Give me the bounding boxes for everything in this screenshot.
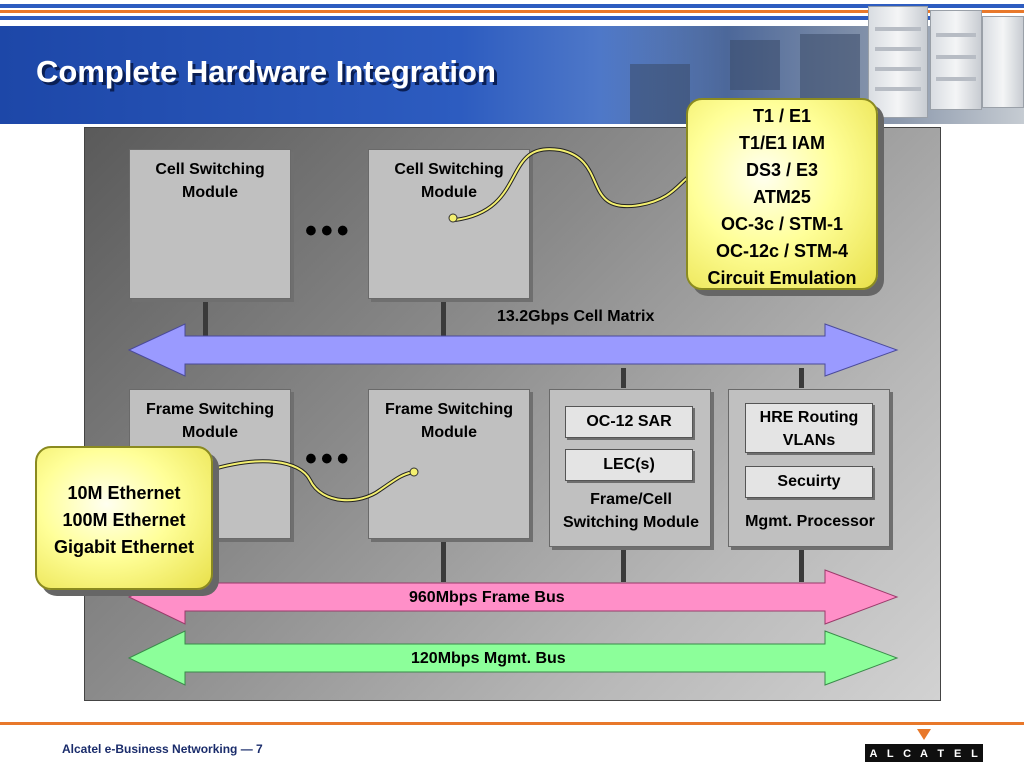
monitor-shape bbox=[730, 40, 780, 90]
interface-item: T1 / E1 bbox=[752, 106, 812, 126]
cell-interfaces-callout: T1 / E1 T1/E1 IAM DS3 / E3 ATM25 OC-3c /… bbox=[686, 98, 878, 290]
logo-letter: L bbox=[971, 748, 978, 760]
top-stripe-blue bbox=[0, 4, 1024, 8]
logo-letter: C bbox=[903, 748, 912, 760]
frame-switching-module: Frame Switching Module bbox=[368, 389, 530, 539]
interface-item: DS3 / E3 bbox=[745, 160, 819, 180]
monitor-shape bbox=[800, 34, 860, 109]
module-label: Mgmt. Processor bbox=[745, 513, 875, 530]
lec-box: LEC(s) bbox=[565, 449, 693, 481]
connector bbox=[441, 298, 446, 346]
module-label: Frame Switching Module bbox=[384, 401, 514, 441]
cell-switching-module: Cell Switching Module bbox=[368, 149, 530, 299]
interface-item: 10M Ethernet bbox=[67, 483, 181, 503]
page-title: Complete Hardware Integration bbox=[36, 54, 496, 89]
cell-matrix-label: 13.2Gbps Cell Matrix bbox=[497, 308, 655, 325]
oc12-sar-box: OC-12 SAR bbox=[565, 406, 693, 438]
interface-item: Circuit Emulation bbox=[707, 268, 857, 288]
logo-letter: T bbox=[937, 748, 945, 760]
interface-item: Gigabit Ethernet bbox=[53, 537, 194, 557]
connector bbox=[203, 298, 208, 346]
connector bbox=[799, 368, 804, 388]
footer-text: Alcatel e-Business Networking — 7 bbox=[62, 742, 263, 756]
hre-routing-vlans-box: HRE Routing VLANs bbox=[745, 403, 873, 453]
interface-item: T1/E1 IAM bbox=[738, 133, 826, 153]
logo-letter: E bbox=[953, 748, 962, 760]
top-stripe-orange bbox=[0, 10, 1024, 13]
module-label: Frame/Cell Switching Module bbox=[563, 491, 699, 531]
equipment-rack-image bbox=[930, 10, 982, 110]
connector bbox=[621, 368, 626, 388]
interface-item: OC-3c / STM-1 bbox=[720, 214, 844, 234]
more-modules-ellipsis: ••• bbox=[305, 212, 353, 250]
ethernet-interfaces-callout: 10M Ethernet 100M Ethernet Gigabit Ether… bbox=[35, 446, 213, 590]
alcatel-logo-mark-icon bbox=[917, 729, 931, 740]
frame-bus-label: 960Mbps Frame Bus bbox=[409, 589, 565, 606]
module-label: Cell Switching Module bbox=[394, 161, 504, 201]
equipment-rack-image bbox=[868, 6, 928, 118]
interface-item: ATM25 bbox=[753, 187, 811, 207]
logo-letter: A bbox=[869, 748, 878, 760]
header-photo-collage bbox=[600, 6, 1024, 124]
footer-rule bbox=[0, 722, 1024, 725]
mgmt-bus-arrow bbox=[127, 630, 899, 686]
cell-matrix-bus-arrow bbox=[127, 323, 899, 377]
module-label: Cell Switching Module bbox=[155, 161, 265, 201]
interface-item: 100M Ethernet bbox=[62, 510, 186, 530]
frame-cell-switching-module: OC-12 SAR LEC(s) Frame/Cell Switching Mo… bbox=[549, 389, 711, 547]
security-box: Secuirty bbox=[745, 466, 873, 498]
mgmt-bus-label: 120Mbps Mgmt. Bus bbox=[411, 650, 566, 667]
interface-item: OC-12c / STM-4 bbox=[715, 241, 849, 261]
equipment-rack-image bbox=[982, 16, 1024, 108]
connector bbox=[799, 546, 804, 582]
connector bbox=[621, 546, 626, 582]
logo-letter: L bbox=[886, 748, 894, 760]
cell-switching-module: Cell Switching Module bbox=[129, 149, 291, 299]
connector bbox=[441, 538, 446, 582]
logo-letter: A bbox=[919, 748, 928, 760]
mgmt-processor-module: HRE Routing VLANs Secuirty Mgmt. Process… bbox=[728, 389, 890, 547]
bus-arrows bbox=[127, 323, 899, 686]
monitor-shape bbox=[630, 64, 690, 124]
module-label: Frame Switching Module bbox=[145, 401, 275, 441]
top-stripe-blue-2 bbox=[0, 16, 1024, 20]
more-modules-ellipsis: ••• bbox=[305, 440, 353, 478]
